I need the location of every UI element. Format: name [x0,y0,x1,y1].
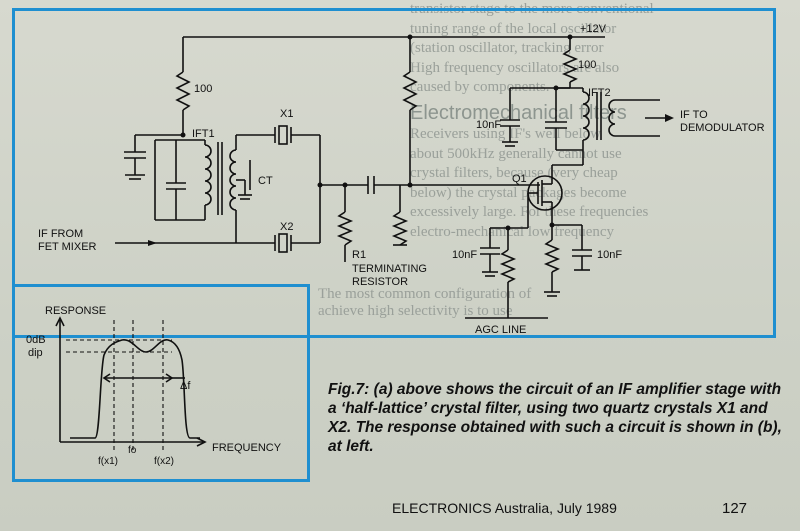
df-label: Δf [180,380,191,392]
bg-body: Receivers using IF's well below [410,126,602,142]
page-footer: ELECTRONICS Australia, July 1989 127 [392,500,792,524]
response-frame [12,284,310,482]
bg-lower-text: The most common configuration of achieve… [318,286,778,320]
bg-body: excessively large. For these frequencies [410,204,649,220]
figure-label: Fig.7: [328,381,370,398]
dip-label: dip [28,347,43,359]
bg-lower-line: achieve high selectivity is to use [318,303,513,319]
supply-label: +12V [580,23,607,35]
x2-label: X2 [280,221,293,233]
page-number: 127 [722,500,748,517]
fo-label: fo [128,445,137,456]
r1-label: R1 [352,249,366,261]
resistor-label: RESISTOR [352,276,408,288]
bg-body: below) the crystal packages become [410,184,627,201]
figure-caption: Fig.7: (a) above shows the circuit of an… [328,380,783,456]
q1-label: Q1 [512,173,527,185]
if-in-label: IF FROM [38,228,83,240]
response-curve-group [55,316,207,450]
x1-label: X1 [280,108,293,120]
circuit-frame [12,8,776,338]
bg-line: tuning range of the local oscillator [410,20,617,37]
ct-label: CT [258,175,273,187]
ift1-label: IFT1 [192,128,215,140]
if-in-label-2: FET MIXER [38,241,97,253]
bg-line: (station oscillator, tracking error [410,40,604,56]
response-title: RESPONSE [45,305,106,317]
bg-body: electro-mechanical low frequency [410,223,615,240]
odb-label: 0dB [26,334,46,346]
bg-body: crystal filters, because (very cheap [410,165,618,181]
fx2-label: f(x2) [154,456,174,467]
terminating-label: TERMINATING [352,263,427,275]
journal-name: ELECTRONICS Australia, July 1989 [392,500,617,516]
bg-line: caused by components. [410,79,550,95]
cap-label: 10nF [476,119,501,131]
fx1-label: f(x1) [98,456,118,467]
r-top2-label: 100 [578,59,596,71]
bg-lower-line: The most common configuration of [318,286,532,302]
bg-heading: Electromechanical filters [410,101,627,124]
if-out-label-2: DEMODULATOR [680,122,765,134]
cap-label: 10nF [597,249,622,261]
figure-caption-text: (a) above shows the circuit of an IF amp… [328,381,782,455]
ift2-label: IFT2 [588,87,611,99]
r-top-label: 100 [194,83,212,95]
frequency-axis-label: FREQUENCY [212,442,282,454]
if-out-label: IF TO [680,109,708,121]
agc-label: AGC LINE [475,324,526,336]
cap-label: 10nF [452,249,477,261]
